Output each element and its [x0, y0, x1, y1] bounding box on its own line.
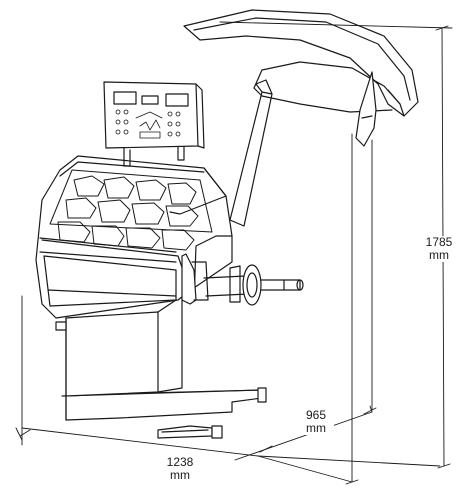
height-dimension-unit: mm: [429, 248, 449, 262]
hood-arm: [229, 79, 273, 227]
width-dimension-unit: mm: [170, 468, 190, 482]
wheel-guard-hood: [183, 9, 419, 147]
depth-dimension-unit: mm: [306, 421, 326, 435]
width-dimension-label: 1238 mm: [160, 456, 200, 482]
base-plate: [61, 387, 267, 439]
height-dimension-value: 1785: [425, 235, 453, 249]
height-dimension-label: 1785 mm: [420, 236, 458, 262]
depth-dimension-label: 965 mm: [298, 409, 334, 435]
dimension-lines: [15, 21, 453, 485]
width-dimension-value: 1238: [166, 455, 194, 469]
display-panel: [103, 81, 205, 167]
pedestal: [55, 295, 183, 397]
weights-tray: [49, 169, 213, 251]
balancer-body: [35, 155, 233, 319]
depth-dimension-value: 965: [305, 408, 327, 422]
shaft-assembly: [181, 253, 304, 306]
